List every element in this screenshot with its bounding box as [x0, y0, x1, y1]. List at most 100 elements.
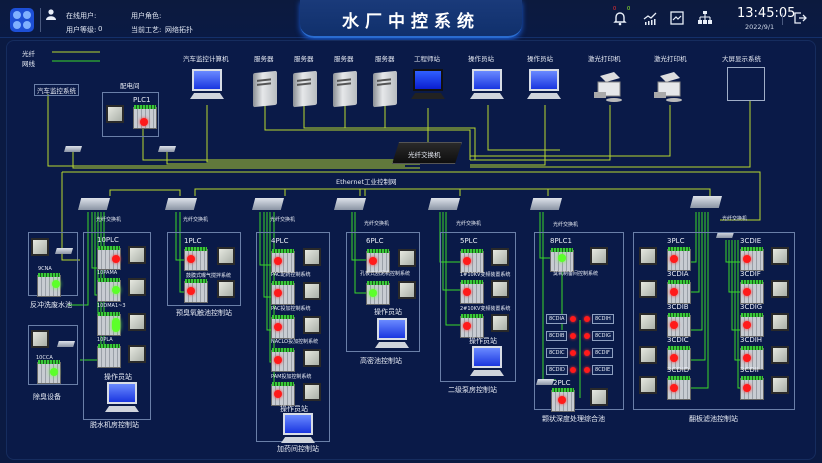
monitor-icon[interactable]: [105, 382, 139, 416]
plc-rack-icon[interactable]: [460, 280, 484, 304]
hmi-panel-icon[interactable]: [303, 316, 321, 334]
plc-rack-icon[interactable]: [667, 376, 691, 400]
hmi-panel-icon[interactable]: [771, 280, 789, 298]
hmi-panel-icon[interactable]: [128, 345, 146, 363]
plc-rack-icon[interactable]: [271, 281, 295, 305]
switch-icon[interactable]: [334, 198, 366, 210]
plc-rack-icon[interactable]: [460, 314, 484, 338]
monitor-icon[interactable]: [190, 69, 224, 103]
switch-icon[interactable]: [716, 232, 734, 238]
hmi-panel-icon[interactable]: [31, 330, 49, 348]
monitor-icon[interactable]: [375, 318, 409, 352]
plc-rack-icon[interactable]: [667, 247, 691, 271]
server-icon[interactable]: [373, 70, 397, 108]
hmi-panel-icon[interactable]: [128, 246, 146, 264]
hmi-panel-icon[interactable]: [590, 247, 608, 265]
hmi-panel-icon[interactable]: [771, 247, 789, 265]
hmi-panel-icon[interactable]: [639, 376, 657, 394]
alarm-bell-icon[interactable]: [612, 10, 628, 26]
device-tag[interactable]: 8CDID: [546, 365, 568, 375]
switch-icon[interactable]: [55, 248, 73, 254]
switch-icon[interactable]: [536, 379, 554, 385]
hmi-panel-icon[interactable]: [639, 313, 657, 331]
plc-rack-icon[interactable]: [667, 313, 691, 337]
server-icon[interactable]: [253, 70, 277, 108]
hmi-panel-icon[interactable]: [217, 280, 235, 298]
plc-rack-icon[interactable]: [271, 348, 295, 372]
hmi-panel-icon[interactable]: [771, 376, 789, 394]
hmi-panel-icon[interactable]: [398, 249, 416, 267]
device-tag[interactable]: 8CDIH: [592, 314, 614, 324]
hmi-panel-icon[interactable]: [771, 346, 789, 364]
car-monitor-system[interactable]: 汽车监控系统: [34, 84, 79, 96]
large-display-icon[interactable]: [727, 67, 765, 101]
hmi-panel-icon[interactable]: [771, 313, 789, 331]
laptop-icon[interactable]: [411, 69, 445, 103]
trend-chart-icon[interactable]: [642, 10, 658, 26]
plc-rack-icon[interactable]: [184, 247, 208, 271]
hmi-panel-icon[interactable]: [639, 346, 657, 364]
hmi-panel-icon[interactable]: [398, 281, 416, 299]
plc-rack-icon[interactable]: [740, 247, 764, 271]
plc-rack-icon[interactable]: [97, 344, 121, 368]
hmi-panel-icon[interactable]: [128, 278, 146, 296]
printer-icon[interactable]: [592, 70, 626, 104]
server-icon[interactable]: [293, 70, 317, 108]
logout-icon[interactable]: [792, 10, 808, 26]
plc-rack-icon[interactable]: [667, 346, 691, 370]
network-topology-icon[interactable]: [697, 10, 713, 26]
hmi-panel-icon[interactable]: [217, 247, 235, 265]
printer-icon[interactable]: [652, 70, 686, 104]
device-tag[interactable]: 8CDIA: [546, 314, 568, 324]
monitor-icon[interactable]: [470, 346, 504, 380]
plc-rack-icon[interactable]: [97, 278, 121, 302]
plc-rack-icon[interactable]: [740, 313, 764, 337]
device-tag[interactable]: 8CDIG: [592, 331, 614, 341]
app-menu-icon[interactable]: [10, 8, 34, 32]
hmi-panel-icon[interactable]: [303, 282, 321, 300]
hmi-panel-icon[interactable]: [303, 248, 321, 266]
monitor-icon[interactable]: [527, 69, 561, 103]
switch-icon[interactable]: [530, 198, 562, 210]
hmi-panel-icon[interactable]: [128, 313, 146, 331]
monitor-icon[interactable]: [470, 69, 504, 103]
hmi-panel-icon[interactable]: [639, 247, 657, 265]
plc-rack-icon[interactable]: [271, 249, 295, 273]
hmi-panel-icon[interactable]: [639, 280, 657, 298]
plc-rack-icon[interactable]: [184, 279, 208, 303]
switch-icon[interactable]: [64, 146, 82, 152]
plc-rack-icon[interactable]: [366, 281, 390, 305]
hmi-panel-icon[interactable]: [303, 383, 321, 401]
hmi-panel-icon[interactable]: [491, 248, 509, 266]
hmi-panel-icon[interactable]: [590, 388, 608, 406]
plc-rack-icon[interactable]: [667, 280, 691, 304]
plc-rack-icon[interactable]: [740, 280, 764, 304]
hmi-panel-icon[interactable]: [491, 314, 509, 332]
hmi-panel-icon[interactable]: [31, 238, 49, 256]
plc-rack-icon[interactable]: [271, 315, 295, 339]
server-icon[interactable]: [333, 70, 357, 108]
device-tag[interactable]: 8CDIF: [592, 348, 613, 358]
plc-rack-icon[interactable]: [37, 273, 61, 297]
device-tag[interactable]: 8CDIE: [592, 365, 614, 375]
hmi-panel-icon[interactable]: [491, 280, 509, 298]
switch-icon[interactable]: [78, 198, 110, 210]
device-tag[interactable]: 8CDIB: [546, 331, 568, 341]
switch-icon[interactable]: [165, 198, 197, 210]
device-tag[interactable]: 8CDIC: [546, 348, 568, 358]
monitor-icon[interactable]: [281, 413, 315, 447]
plc-rack-icon[interactable]: [271, 382, 295, 406]
switch-icon[interactable]: [252, 198, 284, 210]
plc-rack-icon[interactable]: [740, 346, 764, 370]
switch-icon[interactable]: [428, 198, 460, 210]
switch-icon[interactable]: [158, 146, 176, 152]
hmi-panel-icon[interactable]: [106, 105, 124, 123]
plc-rack-icon[interactable]: [37, 360, 61, 384]
plc-rack-icon[interactable]: [366, 249, 390, 273]
plc-rack-icon[interactable]: [97, 246, 121, 270]
curve-monitor-icon[interactable]: [669, 10, 685, 26]
plc-rack-icon[interactable]: [740, 376, 764, 400]
hmi-panel-icon[interactable]: [303, 349, 321, 367]
switch-icon[interactable]: [57, 341, 75, 347]
plc-rack-icon[interactable]: [460, 249, 484, 273]
